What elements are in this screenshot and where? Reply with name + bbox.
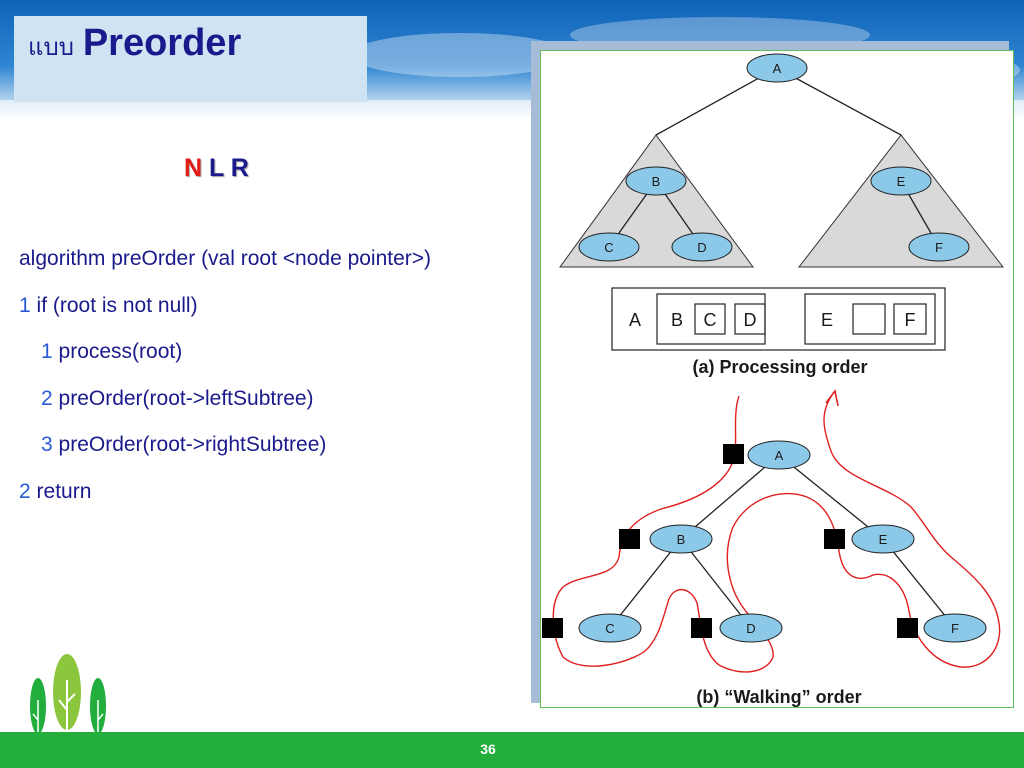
svg-text:C: C <box>704 310 717 330</box>
tree-b-node-b: B <box>649 524 713 554</box>
title-main: Preorder <box>82 22 242 64</box>
svg-text:B: B <box>677 532 686 547</box>
visit-marker <box>542 618 563 638</box>
visit-marker <box>619 529 640 549</box>
svg-text:D: D <box>746 621 755 636</box>
visit-marker <box>723 444 744 464</box>
title-thai: แบบ <box>28 33 74 61</box>
tree-a-node-d: D <box>671 232 733 262</box>
page-number: 36 <box>480 741 496 757</box>
tree-a-node-c: C <box>578 232 640 262</box>
code-line: 2 return <box>19 479 92 503</box>
visit-marker <box>897 618 918 638</box>
code-line: algorithm preOrder (val root <node point… <box>19 247 432 270</box>
svg-text:D: D <box>697 240 706 255</box>
svg-text:E: E <box>897 174 906 189</box>
walking-path <box>552 390 1001 673</box>
svg-text:E: E <box>879 532 888 547</box>
preorder-diagram: A B E C D F A B C D E F (a) Processing o… <box>542 53 1005 707</box>
svg-text:A: A <box>629 310 641 330</box>
svg-text:F: F <box>905 310 916 330</box>
nlr-heading: N L R <box>184 154 249 183</box>
code-line: 3 preOrder(root->rightSubtree) <box>41 433 327 456</box>
tree-a-node-a: A <box>746 53 808 83</box>
tree-decoration-icon <box>30 654 106 734</box>
title-box <box>14 16 367 102</box>
tree-a-node-b: B <box>625 166 687 196</box>
tree-b-node-e: E <box>851 524 915 554</box>
svg-text:F: F <box>935 240 943 255</box>
tree-b-node-d: D <box>719 613 783 643</box>
svg-text:E: E <box>821 310 833 330</box>
processing-order-boxes: A B C D E F <box>611 287 946 351</box>
visit-marker <box>691 618 712 638</box>
caption-processing-order: (a) Processing order <box>692 357 867 377</box>
right-subtree-triangle <box>797 134 1005 268</box>
nlr-n: N <box>184 154 203 182</box>
footer-bar: 36 <box>0 732 1024 768</box>
svg-text:D: D <box>744 310 757 330</box>
walking-arrowhead-icon <box>825 389 839 407</box>
algorithm-code: algorithm preOrder (val root <node point… <box>19 236 431 515</box>
preorder-figure: A B E C D F A B C D E F (a) Processing o… <box>540 50 1014 708</box>
code-line: 1 process(root) <box>41 340 183 363</box>
code-line: 2 preOrder(root->leftSubtree) <box>41 386 314 410</box>
tree-b-node-f: F <box>923 613 987 643</box>
slide-title: แบบ Preorder <box>28 22 241 66</box>
svg-text:F: F <box>951 621 959 636</box>
tree-b-node-a: A <box>747 440 811 470</box>
tree-a-node-e: E <box>870 166 932 196</box>
tree-b-node-c: C <box>578 613 642 643</box>
svg-text:C: C <box>604 240 613 255</box>
visit-marker <box>824 529 845 549</box>
caption-walking-order: (b) “Walking” order <box>696 687 861 707</box>
svg-text:B: B <box>671 310 683 330</box>
tree-a-node-f: F <box>908 232 970 262</box>
svg-text:C: C <box>605 621 614 636</box>
svg-text:A: A <box>775 448 784 463</box>
nlr-lr: L R <box>202 154 249 182</box>
svg-text:B: B <box>652 174 661 189</box>
svg-text:A: A <box>773 61 782 76</box>
code-line: 1 if (root is not null) <box>19 293 198 317</box>
